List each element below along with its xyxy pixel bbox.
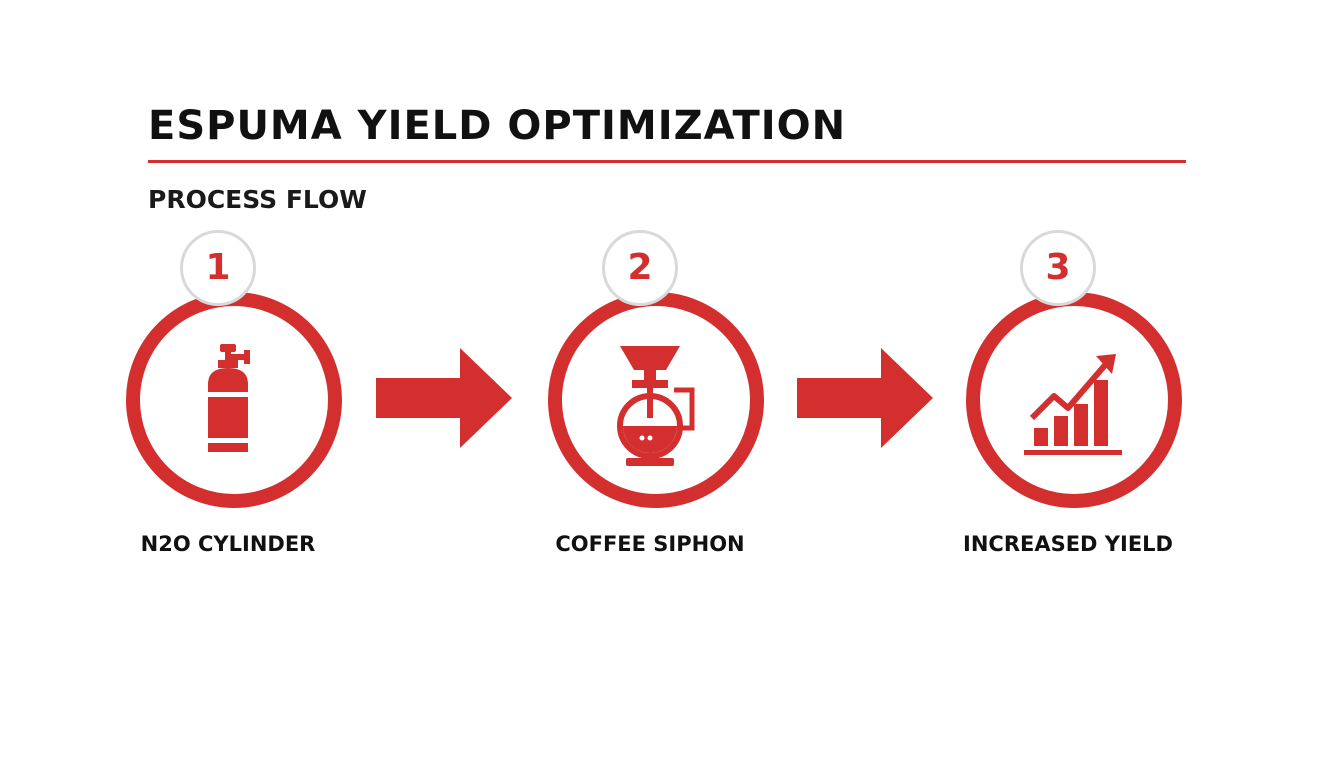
coffee-siphon-icon (580, 340, 720, 480)
gas-cylinder-icon (158, 340, 298, 480)
step-2-label: COFFEE SIPHON (555, 532, 745, 556)
step-1: 1 N2O CYLINDER (118, 230, 358, 570)
step-2-number-badge: 2 (602, 230, 678, 306)
step-3-number-badge: 3 (1020, 230, 1096, 306)
arrow-right-icon (374, 348, 514, 448)
diagram-title: ESPUMA YIELD OPTIMIZATION (148, 103, 847, 149)
step-3-label: INCREASED YIELD (963, 532, 1173, 556)
title-underline (148, 160, 1186, 163)
step-1-number-badge: 1 (180, 230, 256, 306)
arrow-right-icon (795, 348, 935, 448)
step-1-label: N2O CYLINDER (140, 532, 316, 556)
growth-chart-icon (998, 340, 1138, 480)
step-3: 3 INCREASED YIELD (958, 230, 1198, 570)
diagram-subtitle: PROCESS FLOW (148, 185, 367, 214)
step-2: 2 COFFEE SIPHON (540, 230, 780, 570)
